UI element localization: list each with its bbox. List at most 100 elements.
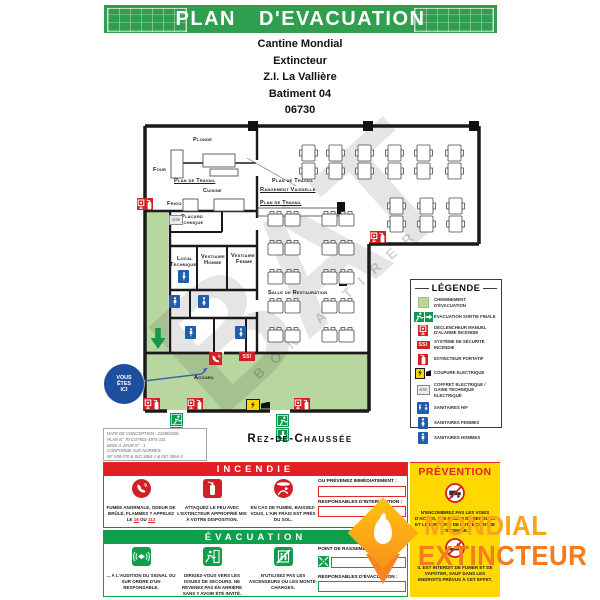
room-label: Placard [181, 214, 204, 220]
room-label: Rangement Vaisselle [260, 187, 316, 193]
fire-extinguisher-callpoint-icon [144, 398, 160, 410]
evacuation-body: POINT DE RASSEMBLEMENT : RESPONSABLES D'… [104, 544, 407, 596]
smoke-icon [273, 479, 293, 503]
incendie-panel: INCENDIE OU PRÉVENEZ IMMÉDIATEMENT : RES… [103, 462, 408, 528]
cutoff-switch-mark [426, 370, 431, 377]
sanitary-box [185, 326, 196, 339]
legend-title: LÉGENDE [415, 283, 497, 294]
legend-item-label: SYSTÈME DE SÉCURITÉ INCENDIE [434, 339, 485, 350]
room-label: Cuisine [203, 188, 222, 194]
legend-item-label: CHEMINEMENT D'ÉVACUATION [434, 297, 466, 308]
manual-call-point-glyph [187, 399, 195, 409]
manual-call-point-glyph [370, 232, 378, 242]
legend-item-sortie-finale: ÉVACUATION SORTIE FINALE [413, 311, 497, 322]
sanitary-box [235, 326, 246, 339]
legend-item-label: COUPURE ELECTRIQUE [434, 370, 485, 376]
you-are-here-text: ÊTES [116, 380, 132, 387]
exit-runner-cell [276, 414, 289, 427]
final-exit-sign [276, 414, 289, 441]
assembly-point-icon [318, 554, 329, 572]
running-man-icon [415, 312, 424, 322]
info-line: NF X08-070 & ISO 3864-1 & ISO 3864-3 [107, 454, 183, 460]
notify-fill-in-box[interactable] [318, 485, 406, 497]
walls [143, 124, 481, 413]
legend-rows: CHEMINEMENT D'ÉVACUATION ÉVACUATION SORTI… [413, 297, 497, 444]
extinguisher-glyph [303, 398, 309, 409]
man-glyph [421, 433, 425, 442]
assembly-point-fill-in-box[interactable] [331, 557, 406, 568]
legend-item-label: SANITAIRES H/F [434, 404, 468, 410]
evacuation-title: ÉVACUATION [104, 531, 407, 544]
info-line: MISE À JOUR N° : 1 [107, 442, 146, 448]
no-elevator-icon [273, 547, 293, 566]
extinguisher-glyph [146, 198, 152, 209]
safety-instruction-phone: FUMÉE ANORMALE, ODEUR DE BRÛLÉ, FLAMMES … [106, 479, 176, 523]
manual-call-point-glyph [294, 399, 302, 409]
safety-instruction-no-elevator: N'UTILISEZ PAS LES ASCENSEURS OU LES MON… [248, 547, 318, 591]
sanitary-men-icon [178, 270, 189, 283]
assembly-point-row [318, 554, 406, 572]
extinguisher-glyph [153, 398, 159, 409]
fire-extinguisher-callpoint-icon [187, 398, 203, 410]
extinguisher-callpoint-box [137, 198, 153, 210]
room-label: Plonge [193, 137, 213, 143]
electric-bolt-glyph [418, 369, 422, 377]
manual-call-point-glyph [144, 399, 152, 409]
manual-call-point-glyph [419, 325, 427, 335]
address-line: 06730 [284, 104, 316, 116]
ssi-icon: SSI [415, 340, 431, 349]
prevention-items: N'ENCOMBREZ PAS LES VOIES D'ACCÈS, LES I… [410, 483, 500, 583]
exit-runner-swatch [413, 311, 424, 322]
room-label: Four [153, 167, 167, 173]
woman-glyph [201, 297, 206, 306]
extinguisher-glyph [196, 398, 202, 409]
info-line: PLAN N° 70-CO7501-4974-101 [107, 436, 166, 442]
ssi-icon: SSI [239, 352, 255, 361]
legend-item-sanitaires-femmes: SANITAIRES FEMMES [415, 416, 497, 429]
safety-instruction-exit-run: DIRIGEZ-VOUS VERS LES ISSUES DE SECOURS.… [177, 547, 247, 596]
prevention-text: IL EST INTERDIT DE FUMER ET DE VAPOTER, … [417, 565, 493, 583]
intervention-fill-in-box[interactable] [318, 506, 406, 517]
woman-glyph [421, 418, 425, 427]
extinguisher-callpoint-box [144, 398, 160, 410]
notify-label: OU PRÉVENEZ IMMÉDIATEMENT : [318, 479, 397, 484]
room-label: Femme [236, 259, 253, 265]
electrical-cabinet-icon: GTE [169, 215, 183, 225]
sanitaires-hommes-icon [415, 431, 431, 444]
exit-arrow-cell [276, 428, 289, 441]
legend-item-cheminement: CHEMINEMENT D'ÉVACUATION [415, 297, 497, 309]
cutoff-switch-mark [261, 401, 270, 409]
fire-extinguisher-callpoint-icon [370, 231, 386, 243]
phone-box [209, 352, 222, 365]
evacuation-responsibles-fill-in-box[interactable] [318, 581, 406, 592]
room-label: Vestiaire [231, 253, 255, 259]
assembly-point-label: POINT DE RASSEMBLEMENT : [318, 547, 389, 552]
no-truck-icon [445, 483, 465, 508]
room-label: Plan de Travail [174, 178, 216, 184]
legend-item-sanitaires-hf: SANITAIRES H/F [415, 401, 497, 414]
cheminement-icon [415, 297, 431, 309]
plan-info-box: DATE DE CONCEPTION : 21/08/2020 PLAN N° … [103, 428, 207, 461]
phone-icon [131, 479, 151, 503]
exit-runner-cell [170, 413, 183, 426]
room-label: Technique [177, 220, 204, 226]
evacuation-path-left [146, 210, 168, 354]
alarm-sound-icon [131, 547, 151, 571]
room-label: Frigo [167, 201, 182, 207]
evacuation-direction-arrow [149, 328, 167, 355]
electric-cutoff-icon [246, 399, 270, 411]
no-smoking-icon [445, 538, 465, 563]
room-label: Homme [204, 260, 222, 266]
instruction-text: OU [138, 516, 149, 522]
phone-icon [131, 479, 151, 498]
title-banner: PLAN D'EVACUATION [104, 5, 497, 33]
sanitary-men-icon [169, 295, 180, 308]
instruction-text: ATTAQUEZ LE FEU AVEC L'EXTINCTEUR APPROP… [177, 505, 247, 522]
leader-line [246, 157, 297, 187]
room-label: Local [177, 256, 193, 262]
alarm-sound-icon [131, 547, 151, 566]
room-label: Salle de Restauration [268, 290, 328, 296]
legend-item-extincteur: EXTINCTEUR PORTATIF [415, 353, 497, 365]
instruction-text: DIRIGEZ-VOUS VERS LES ISSUES DE SECOURS.… [181, 573, 243, 596]
